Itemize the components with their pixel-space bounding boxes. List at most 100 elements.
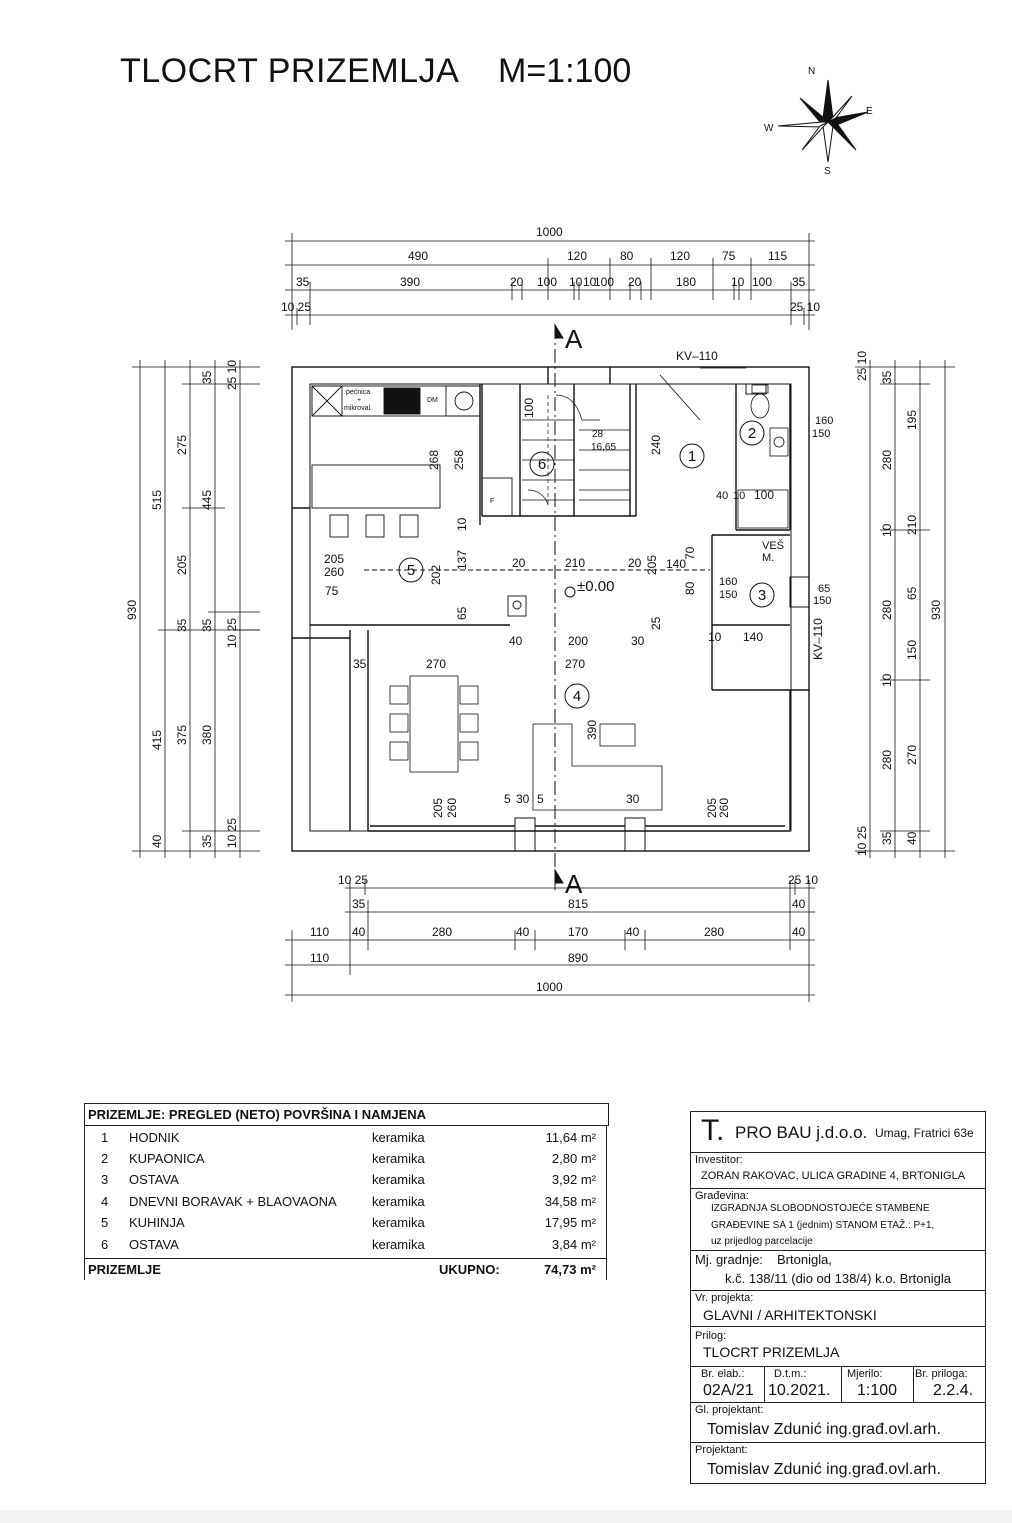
dim-top-35a: 35: [296, 275, 310, 289]
svg-text:35: 35: [880, 370, 894, 384]
svg-text:40: 40: [716, 490, 728, 502]
stove-label-3: mikroval.: [344, 405, 372, 412]
svg-text:25: 25: [649, 616, 663, 630]
ves-m-label: M.: [762, 552, 774, 564]
dining-set: [389, 675, 663, 811]
svg-text:515: 515: [150, 490, 164, 510]
compass-s: S: [824, 166, 831, 177]
svg-text:40: 40: [150, 834, 164, 848]
svg-text:100: 100: [754, 488, 774, 502]
svg-text:35: 35: [352, 897, 366, 911]
svg-text:20: 20: [628, 556, 642, 570]
svg-text:5: 5: [537, 792, 544, 806]
svg-text:195: 195: [905, 410, 919, 430]
areas-table: 1 HODNIK keramika 11,64 m² 2 KUPAONICA k…: [84, 1125, 607, 1280]
dimensions-bottom: [285, 880, 815, 1002]
walls: [291, 366, 810, 852]
svg-text:25 10: 25 10: [788, 873, 818, 887]
svg-text:35: 35: [175, 618, 189, 632]
svg-text:65: 65: [905, 586, 919, 600]
dim-top-10a: 10: [569, 275, 583, 289]
svg-text:260: 260: [445, 798, 459, 818]
kv-right-label: KV–110: [811, 618, 825, 660]
kitchen-furniture: [311, 385, 527, 617]
dim-top-75: 75: [722, 249, 736, 263]
stove-label-1: pećnica: [346, 389, 370, 396]
dimensions-right: [855, 360, 955, 858]
svg-text:380: 380: [200, 725, 214, 745]
compass-e: E: [866, 106, 873, 117]
svg-text:35: 35: [353, 657, 367, 671]
table-row: 6 OSTAVA keramika 3,84 m²: [101, 1237, 596, 1252]
svg-text:280: 280: [880, 750, 894, 770]
svg-text:258: 258: [452, 450, 466, 470]
room-number-6: 6: [538, 456, 546, 473]
svg-text:260: 260: [324, 565, 344, 579]
svg-text:10 25: 10 25: [855, 826, 869, 856]
svg-text:35: 35: [200, 618, 214, 632]
svg-text:205: 205: [645, 555, 659, 575]
stair-dim-1: 28: [592, 429, 604, 440]
section-mark-top: A: [565, 324, 583, 354]
dim-top-2510: 25 10: [790, 300, 820, 314]
svg-text:10: 10: [708, 630, 722, 644]
table-row: 4 DNEVNI BORAVAK + BLAOVAONA keramika 34…: [101, 1194, 596, 1209]
svg-text:10: 10: [455, 517, 469, 531]
svg-text:5: 5: [504, 792, 511, 806]
svg-text:205: 205: [324, 552, 344, 566]
mjesto-gradnje-cell: Mj. gradnje: Brtonigla, k.č. 138/11 (dio…: [691, 1250, 985, 1291]
svg-text:280: 280: [432, 925, 452, 939]
svg-text:40: 40: [516, 925, 530, 939]
svg-text:80: 80: [683, 581, 697, 595]
svg-text:10 25: 10 25: [225, 818, 239, 848]
svg-text:150: 150: [719, 589, 737, 601]
room-number-5: 5: [407, 562, 415, 579]
svg-text:150: 150: [813, 595, 831, 607]
dim-top-35b: 35: [792, 275, 806, 289]
svg-text:210: 210: [905, 515, 919, 535]
svg-text:445: 445: [200, 490, 214, 510]
svg-text:10 25: 10 25: [338, 873, 368, 887]
dim-top-100b: 100: [594, 275, 614, 289]
table-row: 2 KUPAONICA keramika 2,80 m²: [101, 1151, 596, 1166]
table-row: 1 HODNIK keramika 11,64 m²: [101, 1130, 596, 1145]
gradevina-cell: Građevina: IZGRADNJA SLOBODNOSTOJEĆE STA…: [691, 1188, 985, 1251]
svg-text:280: 280: [704, 925, 724, 939]
fridge-label: F: [490, 498, 494, 505]
svg-text:260: 260: [717, 798, 731, 818]
svg-text:210: 210: [565, 556, 585, 570]
svg-text:20: 20: [512, 556, 526, 570]
svg-text:65: 65: [455, 606, 469, 620]
svg-text:270: 270: [426, 657, 446, 671]
svg-text:10: 10: [880, 523, 894, 537]
dimensions-left: [132, 360, 260, 858]
dimensions-top-text: 1000 490 120 80 120 75 115 35 390 20 100…: [281, 225, 820, 314]
svg-text:10: 10: [733, 490, 745, 502]
areas-total-row: PRIZEMLJE UKUPNO: 74,73 m²: [85, 1258, 606, 1281]
room-number-2: 2: [748, 425, 756, 442]
svg-text:390: 390: [585, 720, 599, 740]
svg-text:40: 40: [792, 897, 806, 911]
svg-text:200: 200: [568, 634, 588, 648]
dim-top-390: 390: [400, 275, 420, 289]
kv-top-label: KV–110: [676, 349, 718, 363]
svg-text:35: 35: [200, 834, 214, 848]
meta-row: Br. elab.: 02A/21 D.t.m.: 10.2021. Mjeri…: [691, 1366, 985, 1403]
ves-label: VEŠ: [762, 539, 784, 552]
dim-top-100a: 100: [537, 275, 557, 289]
company-name: PRO BAU j.d.o.o.: [735, 1123, 868, 1142]
svg-text:140: 140: [743, 630, 763, 644]
room-markers: [398, 420, 775, 709]
svg-text:40: 40: [509, 634, 523, 648]
title-block: T. PRO BAU j.d.o.o. Umag, Fratrici 63e I…: [690, 1111, 986, 1484]
svg-text:140: 140: [666, 557, 686, 571]
svg-text:65: 65: [818, 583, 830, 595]
table-row: 3 OSTAVA keramika 3,92 m²: [101, 1172, 596, 1187]
svg-text:150: 150: [812, 428, 830, 440]
svg-text:375: 375: [175, 725, 189, 745]
svg-text:40: 40: [792, 925, 806, 939]
staircase: [522, 394, 630, 506]
svg-text:40: 40: [626, 925, 640, 939]
svg-text:30: 30: [631, 634, 645, 648]
svg-text:30: 30: [626, 792, 640, 806]
